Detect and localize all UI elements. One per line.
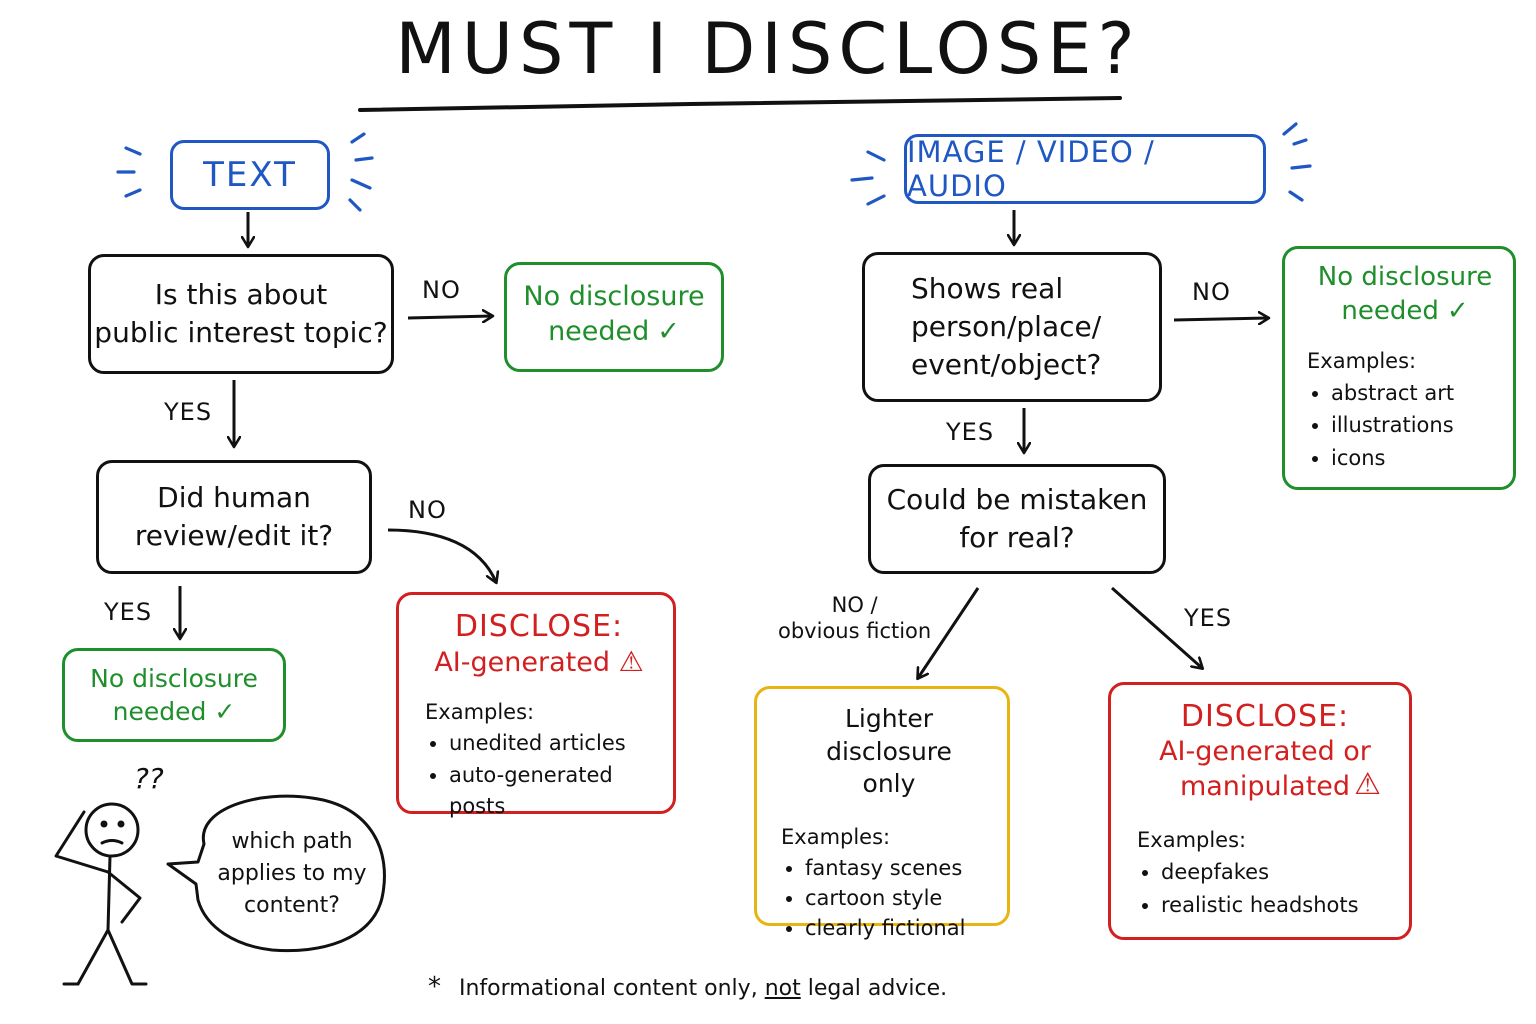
text-no-disclosure-label-2: No disclosure needed — [90, 664, 258, 726]
list-item: abstract art — [1331, 377, 1503, 410]
list-item: fantasy scenes — [805, 853, 997, 883]
text-no-disclosure-label-1: No disclosure needed — [523, 281, 705, 348]
footer-disclaimer: * Informational content only, not legal a… — [428, 972, 947, 1002]
list-item: unedited articles — [449, 728, 653, 760]
media-q1-label: Shows real person/place/ event/object? — [911, 272, 1102, 381]
text-q1-label: Is this about public interest topic? — [94, 278, 388, 349]
media-emphasis-ticks — [850, 122, 1312, 206]
check-icon: ✓ — [1446, 295, 1469, 326]
list-item: icons — [1331, 442, 1503, 475]
warning-icon: ⚠ — [618, 645, 644, 678]
footer-star: * — [428, 972, 441, 1002]
media-question-mistaken: Could be mistaken for real? — [868, 464, 1166, 574]
category-text-label: TEXT — [203, 155, 297, 195]
category-media-label: IMAGE / VIDEO / AUDIO — [907, 135, 1155, 203]
text-question-human-review: Did human review/edit it? — [96, 460, 372, 574]
list-item: clearly fictional — [805, 913, 997, 943]
text-no-disclosure-result-2: No disclosure needed✓ — [62, 648, 286, 742]
media-q1-yes-label: YES — [946, 418, 995, 446]
footer-text-pre: Informational content only, — [459, 976, 765, 1001]
text-q1-no-label: NO — [422, 276, 461, 304]
text-q2-yes-label: YES — [104, 598, 153, 626]
text-q2-label: Did human review/edit it? — [134, 481, 334, 552]
text-no-disclosure-result-1: No disclosure needed✓ — [504, 262, 724, 372]
page-title: MUST I DISCLOSE? — [395, 8, 1141, 90]
media-disclose-result: DISCLOSE: AI-generated or manipulated⚠ E… — [1108, 682, 1412, 940]
category-text: TEXT — [170, 140, 330, 210]
list-item: deepfakes — [1161, 856, 1393, 889]
media-q2-label: Could be mistaken for real? — [886, 483, 1148, 554]
text-disclose-result: DISCLOSE: AI-generated ⚠ Examples: unedi… — [396, 592, 676, 818]
media-q2-yes-label: YES — [1184, 604, 1233, 632]
media-disclose-sublabel: AI-generated or manipulated — [1159, 736, 1371, 803]
media-no-examples-label: Examples: — [1307, 348, 1417, 373]
list-item: illustrations — [1331, 409, 1503, 442]
text-emphasis-ticks — [116, 132, 374, 212]
category-media: IMAGE / VIDEO / AUDIO — [904, 134, 1266, 204]
speech-bubble-text: which path applies to my content? — [217, 829, 367, 918]
text-q1-yes-label: YES — [164, 398, 213, 426]
text-disclose-heading: DISCLOSE: — [454, 609, 624, 644]
footer-text-emph: not — [764, 976, 801, 1001]
text-disclose-sublabel: AI-generated — [434, 647, 610, 678]
text-question-public-interest: Is this about public interest topic? — [88, 254, 394, 374]
media-no-disclosure-result: No disclosure needed✓ Examples: abstract… — [1282, 246, 1516, 490]
title-underline — [358, 96, 1122, 112]
footer-text-post: legal advice. — [800, 976, 948, 1001]
media-q1-no-label: NO — [1192, 278, 1231, 306]
list-item: realistic headshots — [1161, 889, 1393, 922]
media-disclose-heading: DISCLOSE: — [1180, 699, 1350, 734]
warning-icon: ⚠ — [1354, 767, 1381, 803]
media-no-disclosure-label: No disclosure needed — [1317, 262, 1493, 326]
media-q2-no-label: NO / obvious fiction — [778, 593, 932, 644]
media-lighter-examples-label: Examples: — [781, 824, 891, 849]
question-marks: ?? — [134, 762, 164, 795]
media-lighter-disclosure-result: Lighter disclosure only Examples: fantas… — [754, 686, 1010, 940]
check-icon: ✓ — [214, 696, 236, 726]
list-item: auto-generated posts — [449, 760, 653, 823]
speech-bubble-outline — [166, 794, 386, 953]
check-icon: ✓ — [657, 316, 680, 348]
media-disclose-examples-label: Examples: — [1137, 828, 1247, 853]
text-q2-no-label: NO — [408, 496, 447, 524]
stick-figure — [54, 802, 148, 986]
media-lighter-title: Lighter disclosure only — [826, 704, 952, 798]
media-question-real: Shows real person/place/ event/object? — [862, 252, 1162, 402]
list-item: cartoon style — [805, 883, 997, 913]
text-disclose-examples-label: Examples: — [425, 700, 535, 725]
